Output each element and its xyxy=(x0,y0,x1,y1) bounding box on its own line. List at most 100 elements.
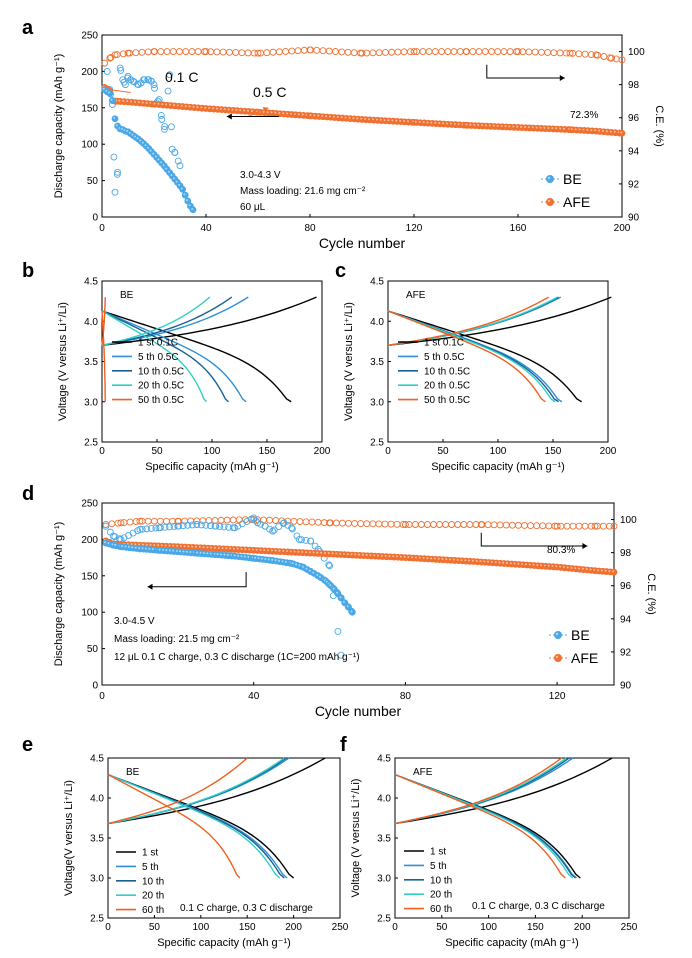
afe-ce-marker xyxy=(575,522,583,530)
be-capacity-marker-highlight xyxy=(301,565,304,568)
be-ce-marker xyxy=(288,524,296,532)
discharge-curve xyxy=(101,310,229,403)
afe-capacity-marker-highlight xyxy=(574,128,577,131)
afe-ce-marker xyxy=(610,522,618,530)
afe-capacity-marker-highlight xyxy=(202,546,205,549)
afe-ce-marker xyxy=(521,522,528,529)
afe-capacity-marker-highlight xyxy=(157,544,160,547)
x-tick-label: 120 xyxy=(406,223,423,234)
afe-capacity-marker-highlight xyxy=(536,563,539,566)
afe-capacity-marker-highlight xyxy=(551,565,554,568)
be-ce-marker xyxy=(150,81,158,89)
be-capacity-marker-highlight xyxy=(148,547,151,550)
afe-ce-marker xyxy=(475,48,483,55)
legend-marker xyxy=(546,198,554,206)
be-capacity-marker-highlight xyxy=(281,560,284,563)
be-ce-marker xyxy=(110,153,118,161)
panel-label-a: a xyxy=(22,17,34,39)
afe-capacity-marker-highlight xyxy=(179,545,182,548)
be-ce-marker xyxy=(157,111,165,119)
be-capacity-marker-highlight xyxy=(134,546,137,549)
discharge-curve xyxy=(101,310,106,402)
afe-capacity-marker-highlight xyxy=(449,122,452,125)
be-capacity-marker-highlight xyxy=(138,547,141,550)
y2-tick-label: 96 xyxy=(620,581,632,592)
afe-capacity-marker-highlight xyxy=(590,129,593,132)
afe-ce-marker xyxy=(594,51,602,59)
be-ce-marker xyxy=(167,123,175,131)
afe-ce-marker xyxy=(563,522,571,530)
afe-capacity-marker-highlight xyxy=(388,555,391,558)
be-capacity-marker-highlight xyxy=(237,554,240,557)
legend-label: 1 st 0.1C xyxy=(424,338,464,349)
be-capacity-marker-highlight xyxy=(127,545,130,548)
be-ce-marker xyxy=(337,651,345,659)
afe-ce-marker xyxy=(357,520,365,527)
afe-ce-marker xyxy=(618,56,626,64)
voltage-window: 3.0-4.5 V xyxy=(114,616,155,627)
be-capacity-marker xyxy=(181,191,189,199)
afe-ce-marker xyxy=(419,48,427,55)
x-axis-label: Specific capacity (mAh g⁻¹) xyxy=(145,461,279,473)
afe-capacity-marker-highlight xyxy=(574,567,577,570)
afe-ce-marker xyxy=(442,521,450,528)
afe-capacity-marker-highlight xyxy=(411,556,414,559)
afe-capacity-marker-highlight xyxy=(438,122,441,125)
afe-ce-marker xyxy=(456,48,464,55)
afe-ce-marker xyxy=(182,48,190,55)
afe-ce-marker xyxy=(211,516,219,524)
capacity-axis-arrow xyxy=(147,572,247,588)
be-ce-marker xyxy=(270,526,278,534)
charge-curve xyxy=(101,296,317,347)
be-capacity-marker-highlight xyxy=(147,146,149,149)
be-capacity-marker-highlight xyxy=(220,553,223,556)
afe-ce-marker xyxy=(496,521,504,529)
afe-capacity-marker-highlight xyxy=(122,99,125,102)
afe-ce-marker xyxy=(481,48,489,55)
be-ce-marker xyxy=(188,521,196,529)
afe-capacity-marker-highlight xyxy=(248,548,251,551)
afe-ce-marker xyxy=(263,49,271,57)
afe-ce-marker xyxy=(605,522,613,530)
afe-ce-marker xyxy=(448,521,456,528)
afe-ce-marker xyxy=(417,521,425,528)
afe-capacity-marker-highlight xyxy=(494,561,497,564)
be-capacity-marker-highlight xyxy=(157,158,160,161)
be-capacity-marker-highlight xyxy=(274,559,277,562)
afe-capacity-marker-highlight xyxy=(373,554,376,557)
afe-capacity-marker-highlight xyxy=(426,557,429,560)
be-ce-marker xyxy=(164,87,172,95)
afe-ce-marker xyxy=(502,521,510,529)
be-ce-marker xyxy=(207,522,214,530)
afe-capacity-marker-highlight xyxy=(509,562,512,565)
afe-capacity-marker-highlight xyxy=(360,117,363,120)
afe-capacity-marker-highlight xyxy=(434,121,437,124)
electrolyte-volume: 60 μL xyxy=(240,202,266,213)
discharge-curve xyxy=(107,773,281,879)
afe-ce-marker xyxy=(381,520,389,528)
charge-curve xyxy=(101,296,233,347)
y-tick-label: 200 xyxy=(81,67,98,78)
x-tick-label: 0 xyxy=(105,922,111,933)
be-capacity-marker-highlight xyxy=(144,547,147,550)
afe-capacity-marker-highlight xyxy=(524,563,527,566)
afe-capacity-marker-highlight xyxy=(274,111,277,114)
be-ce-marker xyxy=(138,525,146,533)
afe-capacity-marker-highlight xyxy=(605,130,608,133)
afe-capacity-marker-highlight xyxy=(134,100,136,103)
afe-capacity-marker-highlight xyxy=(441,557,444,560)
afe-ce-marker xyxy=(358,49,366,57)
be-ce-marker xyxy=(275,523,283,531)
y-tick-label: 4.0 xyxy=(90,794,104,805)
afe-capacity-marker-highlight xyxy=(456,558,459,561)
afe-capacity-marker-highlight xyxy=(176,104,179,107)
afe-ce-marker xyxy=(294,47,302,55)
be-ce-marker xyxy=(216,523,224,530)
afe-capacity-marker-highlight xyxy=(274,549,277,552)
be-ce-marker xyxy=(151,84,158,92)
afe-capacity-marker-highlight xyxy=(395,119,398,122)
afe-capacity-marker-highlight xyxy=(196,106,199,109)
be-ce-marker xyxy=(197,521,205,529)
afe-capacity-marker-highlight xyxy=(183,545,186,548)
legend-be-label: BE xyxy=(571,627,590,643)
